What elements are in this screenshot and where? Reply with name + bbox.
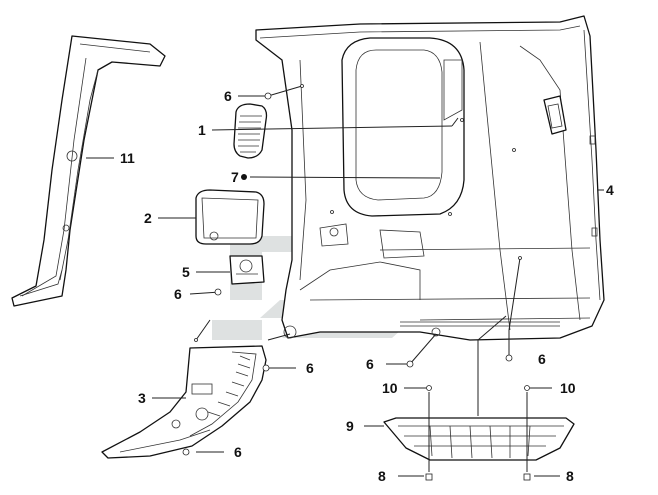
vent-grille-part-1: [233, 103, 268, 159]
callout-8a: 8: [378, 468, 386, 484]
callout-5: 5: [182, 264, 190, 280]
callout-labels: 6 1 7 2 5 6 6 3 6 6 6 4 10 10 9 8 8 11: [120, 88, 614, 484]
callout-6b: 6: [174, 286, 182, 302]
callout-6e: 6: [366, 356, 374, 372]
fastener-10-right: [524, 385, 530, 391]
clip-markers: [182, 84, 522, 456]
callout-6c: 6: [306, 360, 314, 376]
leader-lines: [86, 85, 604, 477]
callout-6f: 6: [538, 351, 546, 367]
fastener-8-right: [523, 473, 531, 481]
pillar-trim-part-11: [11, 35, 166, 307]
callout-7: 7: [231, 169, 239, 185]
callout-8b: 8: [566, 468, 574, 484]
callout-6d: 6: [234, 444, 242, 460]
tray-part-9: [383, 417, 575, 461]
fastener-markers: [425, 385, 531, 481]
fastener-8-left: [425, 473, 433, 481]
callout-6a: 6: [224, 88, 232, 104]
callout-4: 4: [606, 182, 614, 198]
callout-2: 2: [144, 210, 152, 226]
fastener-10-left: [426, 385, 432, 391]
lower-corner-trim-part-3: [101, 345, 267, 459]
cover-box-part-2: [195, 189, 265, 245]
callout-1: 1: [198, 122, 206, 138]
bracket-part-5: [229, 255, 265, 285]
callout-3: 3: [138, 390, 146, 406]
callout-10b: 10: [560, 380, 576, 396]
callout-9: 9: [346, 418, 354, 434]
callout-11: 11: [120, 150, 135, 166]
callout-10a: 10: [382, 380, 398, 396]
